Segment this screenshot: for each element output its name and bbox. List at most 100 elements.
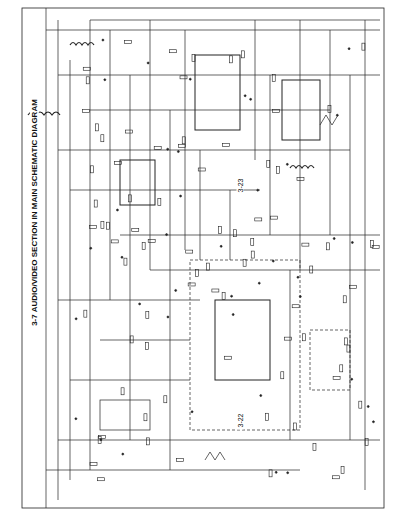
junction-dot — [232, 314, 234, 316]
resistor-symbol — [349, 285, 356, 288]
junction-dot — [336, 114, 338, 116]
resistor-symbol — [146, 311, 149, 318]
resistor-symbol — [89, 226, 96, 229]
junction-dot — [351, 241, 353, 243]
junction-dot — [180, 195, 182, 197]
resistor-symbol — [284, 337, 291, 340]
resistor-symbol — [86, 77, 89, 84]
resistor-symbol — [333, 376, 340, 379]
junction-dot — [260, 395, 262, 397]
resistor-symbol — [233, 230, 236, 237]
junction-dot — [75, 318, 77, 320]
resistor-symbol — [121, 388, 124, 395]
resistor-symbol — [129, 195, 132, 202]
resistor-symbol — [297, 177, 304, 180]
resistor-symbol — [303, 334, 306, 341]
resistor-symbol — [206, 263, 209, 270]
junction-dot — [367, 406, 369, 408]
junction-dot — [348, 48, 350, 50]
resistor-symbol — [124, 40, 131, 43]
wiring — [22, 8, 384, 508]
junction-dot — [167, 148, 169, 150]
junction-dot — [287, 472, 289, 474]
resistor-symbol — [340, 365, 343, 372]
resistor-symbol — [365, 439, 368, 446]
resistor-symbol — [269, 470, 272, 477]
resistor-symbol — [144, 414, 147, 421]
resistor-symbol — [91, 166, 94, 173]
resistor-symbol — [255, 218, 262, 221]
resistor-symbol — [98, 436, 101, 443]
resistor-symbol — [90, 463, 97, 466]
junction-dot — [147, 62, 149, 64]
diagram-title: 3-7 AUDIO/VIDEO SECTION IN MAIN SCHEMATI… — [29, 97, 38, 328]
resistor-symbol — [281, 372, 284, 379]
resistor-symbol — [212, 289, 219, 292]
resistor-symbol — [192, 54, 195, 61]
resistor-symbol — [345, 338, 348, 345]
resistor-symbol — [158, 199, 161, 206]
resistor-symbol — [99, 435, 106, 438]
resistor-symbol — [146, 342, 149, 349]
resistor-symbol — [148, 239, 155, 242]
resistor-symbol — [154, 147, 161, 150]
resistor-symbol — [294, 423, 297, 430]
component-marks — [75, 39, 379, 481]
resistor-symbol — [271, 216, 278, 219]
resistor-symbol — [243, 259, 246, 266]
junction-dot — [231, 295, 233, 297]
junction-dot — [299, 296, 301, 298]
junction-dot — [244, 95, 246, 97]
resistor-symbol — [328, 106, 331, 113]
resistor-symbol — [147, 438, 150, 445]
junction-dot — [167, 316, 169, 318]
resistor-symbol — [84, 310, 87, 317]
junction-dot — [333, 238, 335, 240]
junction-dot — [286, 163, 288, 165]
junction-dot — [351, 378, 353, 380]
resistor-symbol — [111, 240, 118, 243]
resistor-symbol — [302, 243, 309, 246]
resistor-symbol — [359, 401, 362, 408]
resistor-symbol — [124, 258, 127, 265]
resistor-symbol — [229, 56, 232, 63]
junction-dot — [116, 209, 118, 211]
resistor-symbol — [130, 336, 133, 343]
junction-dot — [90, 247, 92, 249]
junction-dot — [297, 276, 299, 278]
junction-dot — [257, 189, 259, 191]
junction-dot — [75, 418, 77, 420]
resistor-symbol — [186, 250, 193, 253]
resistor-symbol — [251, 251, 254, 258]
resistor-symbol — [222, 292, 225, 299]
junction-dot — [139, 303, 141, 305]
junction-dot — [372, 421, 374, 423]
resistor-symbol — [179, 144, 186, 147]
resistor-symbol — [347, 345, 350, 352]
junction-dot — [175, 289, 177, 291]
junction-dot — [191, 411, 193, 413]
resistor-symbol — [198, 168, 205, 171]
resistor-symbol — [333, 476, 340, 479]
junction-dot — [220, 245, 222, 247]
junction-dot — [102, 39, 104, 41]
resistor-symbol — [223, 143, 230, 146]
resistor-symbol — [313, 443, 316, 450]
junction-dot — [275, 471, 277, 473]
junction-dot — [104, 79, 106, 81]
page-number: 3-23 — [237, 176, 244, 194]
resistor-symbol — [341, 467, 344, 474]
resistor-symbol — [98, 478, 105, 481]
resistor-symbol — [126, 130, 133, 133]
junction-dot — [258, 282, 260, 284]
resistor-symbol — [188, 283, 195, 286]
resistor-symbol — [224, 356, 231, 359]
resistor-symbol — [101, 222, 104, 229]
resistor-symbol — [362, 43, 365, 50]
resistor-symbol — [106, 222, 109, 229]
junction-dot — [177, 151, 179, 153]
resistor-symbol — [267, 161, 270, 168]
resistor-symbol — [273, 109, 280, 112]
